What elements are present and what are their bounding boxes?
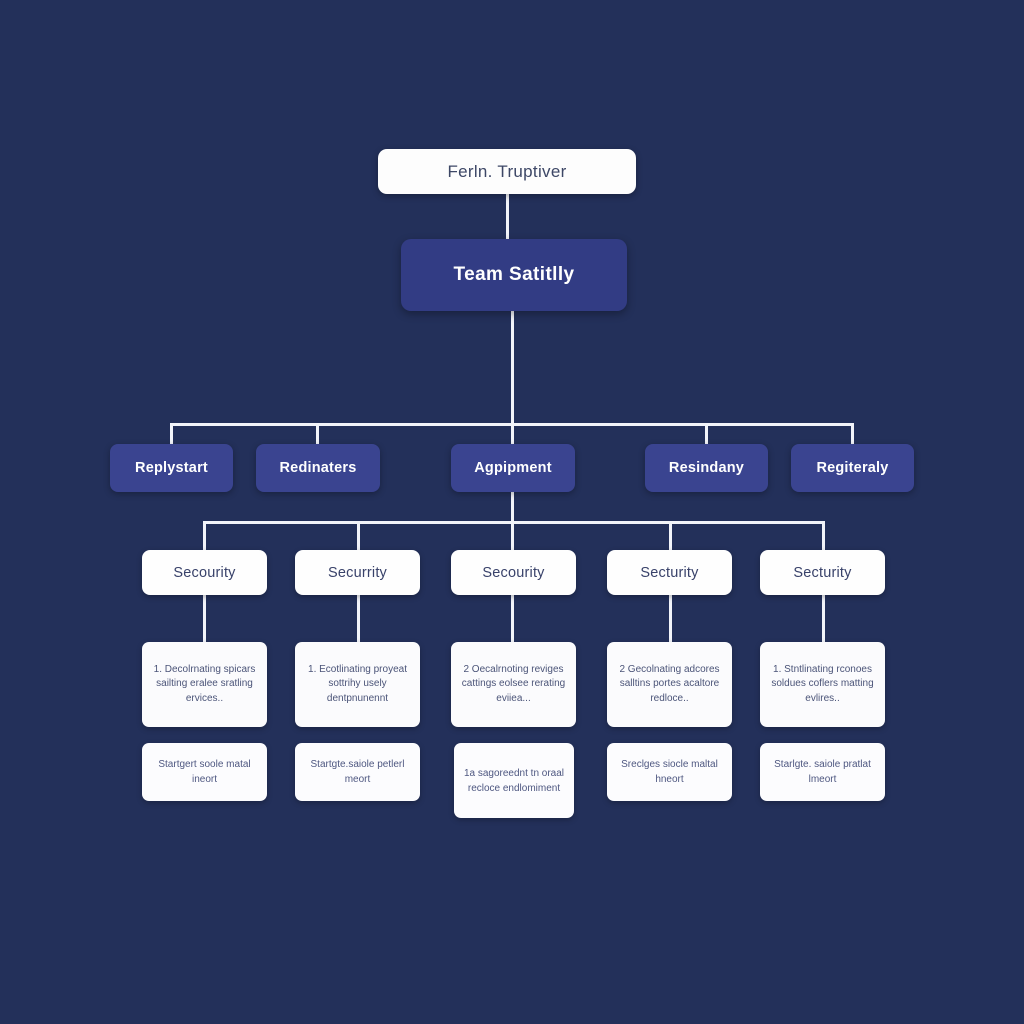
root-node[interactable]: Ferln. Truptiver	[378, 149, 636, 194]
leaf-card-2-text: Startgte.saiole petlerl meort	[310, 759, 405, 785]
leaf-card-5-text: Starlgte. saiole pratlat lmeort	[774, 759, 871, 785]
connector-drop-branch-4	[705, 423, 708, 445]
connector-drop-branch-1	[170, 423, 173, 445]
detail-card-1[interactable]: 1. Decolrnating spicars sailting eralee …	[142, 642, 267, 727]
detail-card-4-text: 2 Gecolnating adcores salltins portes ac…	[619, 663, 720, 704]
connector-drop-branch-3	[511, 423, 514, 445]
detail-card-4[interactable]: 2 Gecolnating adcores salltins portes ac…	[607, 642, 732, 727]
detail-card-5-text: 1. Stntlinating rconoes soldues coflers …	[771, 663, 874, 704]
branch-node-1-label: Replystart	[135, 460, 208, 476]
root-node-label: Ferln. Truptiver	[447, 161, 567, 181]
connector-sub1-to-detail1	[203, 595, 206, 642]
detail-card-3[interactable]: 2 Oecalrnoting reviges cattings eolsee r…	[451, 642, 576, 727]
detail-card-3-text: 2 Oecalrnoting reviges cattings eolsee r…	[461, 663, 566, 704]
detail-card-1-text: 1. Decolrnating spicars sailting eralee …	[153, 663, 256, 704]
branch-node-1[interactable]: Replystart	[110, 444, 233, 492]
connector-drop-branch-5	[851, 423, 854, 445]
sub-node-1[interactable]: Secourity	[142, 550, 267, 595]
sub-node-4-label: Secturity	[640, 564, 699, 581]
detail-card-2-text: 1. Ecotlinating proyeat sottrihy usely d…	[308, 663, 407, 704]
leaf-card-5[interactable]: Starlgte. saiole pratlat lmeort	[760, 743, 885, 801]
leaf-card-4-text: Sreclges siocle maltal hneort	[621, 759, 718, 785]
branch-node-5-label: Regiteraly	[816, 460, 889, 476]
branch-node-3-label: Agpipment	[474, 460, 552, 476]
connector-drop-branch-2	[316, 423, 319, 445]
sub-node-3[interactable]: Secourity	[451, 550, 576, 595]
branch-node-2[interactable]: Redinaters	[256, 444, 380, 492]
sub-node-2[interactable]: Securrity	[295, 550, 420, 595]
branch-node-5[interactable]: Regiteraly	[791, 444, 914, 492]
detail-card-2[interactable]: 1. Ecotlinating proyeat sottrihy usely d…	[295, 642, 420, 727]
leaf-card-3[interactable]: 1a sagoreednt tn oraal recloce endlomime…	[454, 743, 574, 818]
leaf-card-3-text: 1a sagoreednt tn oraal recloce endlomime…	[463, 767, 565, 794]
connector-branch3-to-subbus	[511, 492, 514, 522]
sub-node-3-label: Secourity	[482, 564, 545, 581]
connector-primary-to-bus	[511, 311, 514, 425]
connector-root-to-primary	[506, 194, 509, 239]
branch-node-4[interactable]: Resindany	[645, 444, 768, 492]
leaf-card-4[interactable]: Sreclges siocle maltal hneort	[607, 743, 732, 801]
connector-drop-sub-3	[511, 521, 514, 550]
primary-node-label: Team Satitlly	[453, 264, 575, 285]
connector-sub3-to-detail3	[511, 595, 514, 642]
leaf-card-2[interactable]: Startgte.saiole petlerl meort	[295, 743, 420, 801]
detail-card-5[interactable]: 1. Stntlinating rconoes soldues coflers …	[760, 642, 885, 727]
leaf-card-1[interactable]: Startgert soole matal ineort	[142, 743, 267, 801]
sub-node-1-label: Secourity	[173, 564, 236, 581]
sub-node-4[interactable]: Secturity	[607, 550, 732, 595]
sub-node-5-label: Secturity	[793, 564, 852, 581]
connector-drop-sub-4	[669, 521, 672, 550]
primary-node[interactable]: Team Satitlly	[401, 239, 627, 311]
connector-sub2-to-detail2	[357, 595, 360, 642]
branch-node-2-label: Redinaters	[279, 460, 357, 476]
leaf-card-1-text: Startgert soole matal ineort	[158, 759, 251, 785]
sub-node-5[interactable]: Secturity	[760, 550, 885, 595]
branch-node-4-label: Resindany	[668, 460, 745, 476]
sub-node-2-label: Securrity	[327, 564, 387, 581]
connector-sub4-to-detail4	[669, 595, 672, 642]
connector-drop-sub-5	[822, 521, 825, 550]
connector-drop-sub-2	[357, 521, 360, 550]
connector-sub5-to-detail5	[822, 595, 825, 642]
branch-node-3[interactable]: Agpipment	[451, 444, 575, 492]
connector-drop-sub-1	[203, 521, 206, 550]
